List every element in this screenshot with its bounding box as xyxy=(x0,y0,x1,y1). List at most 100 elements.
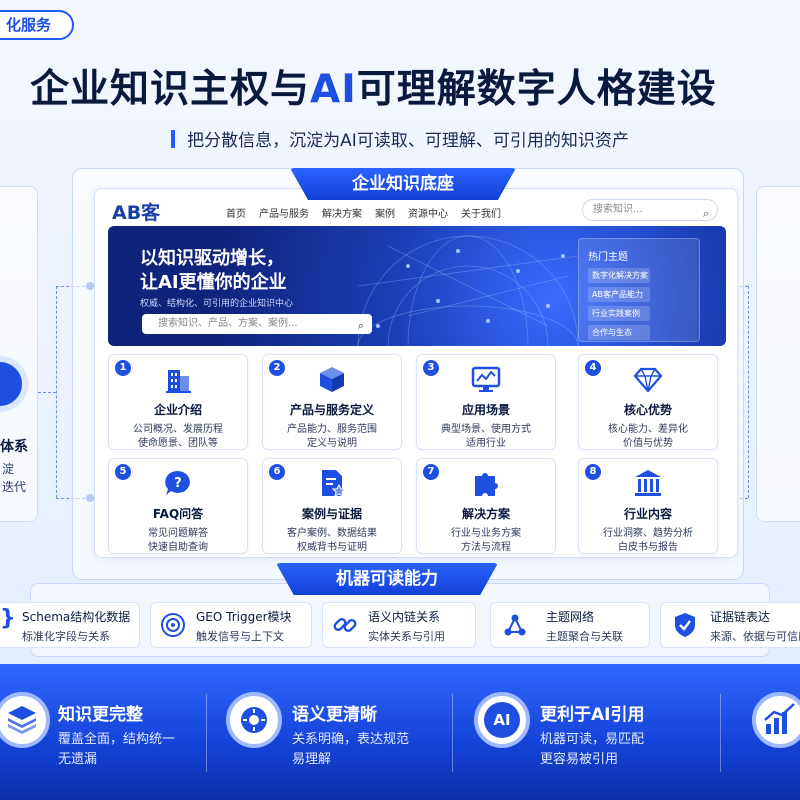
hot-topic-item[interactable]: AB客产品能力 xyxy=(588,287,650,302)
left-panel-title: 体系 xyxy=(0,439,28,455)
site-search-input[interactable]: 搜索知识... ⌕ xyxy=(582,199,718,221)
title-pre: 企业知识主权与 xyxy=(30,67,311,112)
hero-search-input[interactable]: 搜索知识、产品、方案、案例... ⌕ xyxy=(142,314,372,334)
nav-item-about[interactable]: 关于我们 xyxy=(461,209,501,220)
card-desc: 方法与流程 xyxy=(461,542,511,553)
feature-card-solutions[interactable] xyxy=(416,458,556,554)
puzzle-icon xyxy=(475,473,498,496)
capability-title: Schema结构化数据 xyxy=(22,610,131,624)
card-number: 7 xyxy=(423,464,439,480)
card-desc: 公司概况、发展历程 xyxy=(133,424,223,435)
hot-topics-title: 热门主题 xyxy=(588,252,628,263)
card-title: 核心优势 xyxy=(623,403,672,417)
title-post: 可理解数字人格建设 xyxy=(356,67,717,112)
site-search-placeholder: 搜索知识... xyxy=(593,204,643,215)
card-desc: 权威背书与证明 xyxy=(297,542,367,553)
capability-card-geo[interactable] xyxy=(150,602,312,648)
search-icon[interactable]: ⌕ xyxy=(702,207,709,220)
card-desc: 价值与优势 xyxy=(623,438,673,449)
capability-title: 语义内链关系 xyxy=(368,610,441,624)
hero-headline-line1: 以知识驱动增长， xyxy=(140,248,284,269)
card-desc: 行业与业务方案 xyxy=(451,528,521,539)
benefit-divider xyxy=(206,694,207,772)
target-icon xyxy=(161,613,185,637)
card-desc: 适用行业 xyxy=(466,438,506,449)
benefit-desc: 更容易被引用 xyxy=(540,752,619,767)
left-connector-mid xyxy=(38,392,56,393)
benefit-desc: 无遗漏 xyxy=(58,752,98,767)
card-title: 解决方案 xyxy=(461,507,510,521)
diamond-icon xyxy=(633,367,663,393)
document-star-icon xyxy=(322,470,347,497)
card-desc: 产品能力、服务范围 xyxy=(287,424,377,435)
card-desc: 白皮书与报告 xyxy=(618,542,678,553)
nav-item-solutions[interactable]: 解决方案 xyxy=(322,209,362,220)
capability-desc: 来源、依据与可信度 xyxy=(710,630,800,643)
card-desc: 定义与说明 xyxy=(307,438,357,449)
capability-desc: 标准化字段与关系 xyxy=(22,630,110,643)
card-desc: 行业洞察、趋势分析 xyxy=(603,528,693,539)
hot-topic-item[interactable]: 合作与生态 xyxy=(588,325,650,340)
capability-title: 主题网络 xyxy=(546,610,595,624)
hot-topic-item[interactable]: 行业实践案例 xyxy=(588,306,650,321)
network-icon xyxy=(504,614,526,636)
subtitle: 把分散信息，沉淀为AI可读取、可理解、可引用的知识资产 xyxy=(120,126,680,151)
hot-topic-item[interactable]: 数字化解决方案 xyxy=(588,268,650,283)
card-title: 行业内容 xyxy=(623,507,672,521)
capability-card-topic-network[interactable] xyxy=(490,602,650,648)
benefit-desc: 机器可读，易匹配 xyxy=(540,732,645,747)
cube-icon xyxy=(320,367,344,392)
card-title: 产品与服务定义 xyxy=(289,403,374,417)
svg-text:?: ? xyxy=(174,476,182,491)
brain-gear-icon xyxy=(226,692,282,748)
brace-icon: } xyxy=(0,606,16,631)
feature-card-scenarios[interactable] xyxy=(416,354,556,450)
card-number: 4 xyxy=(585,360,601,376)
capability-desc: 实体关系与引用 xyxy=(368,630,445,643)
left-side-panel xyxy=(0,186,38,522)
layers-icon xyxy=(0,692,50,748)
service-tag: 化服务 xyxy=(0,10,74,40)
card-desc: 常见问题解答 xyxy=(148,528,208,539)
card-desc: 核心能力、差异化 xyxy=(608,424,688,435)
card-number: 3 xyxy=(423,360,439,376)
hero-headline-line2: 让AI更懂你的企业 xyxy=(140,272,287,293)
card-title: FAQ问答 xyxy=(152,507,204,521)
nav-item-home[interactable]: 首页 xyxy=(226,209,246,220)
network-globe-graphic xyxy=(357,235,579,346)
card-desc: 客户案例、数据结果 xyxy=(287,528,377,539)
card-number: 8 xyxy=(585,464,601,480)
capability-card-schema[interactable] xyxy=(0,602,140,648)
capability-title: 证据链表达 xyxy=(710,610,771,624)
card-number: 1 xyxy=(115,360,131,376)
hero-subtext: 权威、结构化、可引用的企业知识中心 xyxy=(140,299,294,309)
left-panel-line2: 迭代 xyxy=(2,480,27,494)
nav-item-resources[interactable]: 资源中心 xyxy=(408,209,448,220)
capability-desc: 触发信号与上下文 xyxy=(196,630,284,643)
monitor-chart-icon xyxy=(471,366,501,392)
benefit-desc: 易理解 xyxy=(292,752,332,767)
card-desc: 使命愿景、团队等 xyxy=(138,438,218,449)
card-number: 6 xyxy=(269,464,285,480)
card-desc: 快速自助查询 xyxy=(148,542,208,553)
right-connector xyxy=(748,286,749,498)
search-icon[interactable]: ⌕ xyxy=(357,319,364,332)
site-logo[interactable]: AB客 xyxy=(112,202,161,224)
machine-readable-ribbon: 机器可读能力 xyxy=(276,563,498,595)
benefit-title: 语义更清晰 xyxy=(292,705,377,725)
benefits-band xyxy=(0,664,800,800)
benefit-desc: 覆盖全面，结构统一 xyxy=(58,732,176,747)
benefit-title: 更利于AI引用 xyxy=(540,705,645,725)
ai-badge: AI xyxy=(484,702,520,738)
link-icon xyxy=(333,618,357,632)
nav-item-cases[interactable]: 案例 xyxy=(375,209,395,220)
card-number: 2 xyxy=(269,360,285,376)
card-title: 案例与证据 xyxy=(301,507,362,521)
right-side-panel xyxy=(756,186,800,522)
capability-desc: 主题聚合与关联 xyxy=(546,630,623,643)
building-icon xyxy=(166,370,191,393)
card-title: 应用场景 xyxy=(461,403,510,417)
capability-card-semantic-links[interactable] xyxy=(322,602,476,648)
ai-chip-icon: AI xyxy=(474,692,530,748)
nav-item-products[interactable]: 产品与服务 xyxy=(259,209,309,220)
